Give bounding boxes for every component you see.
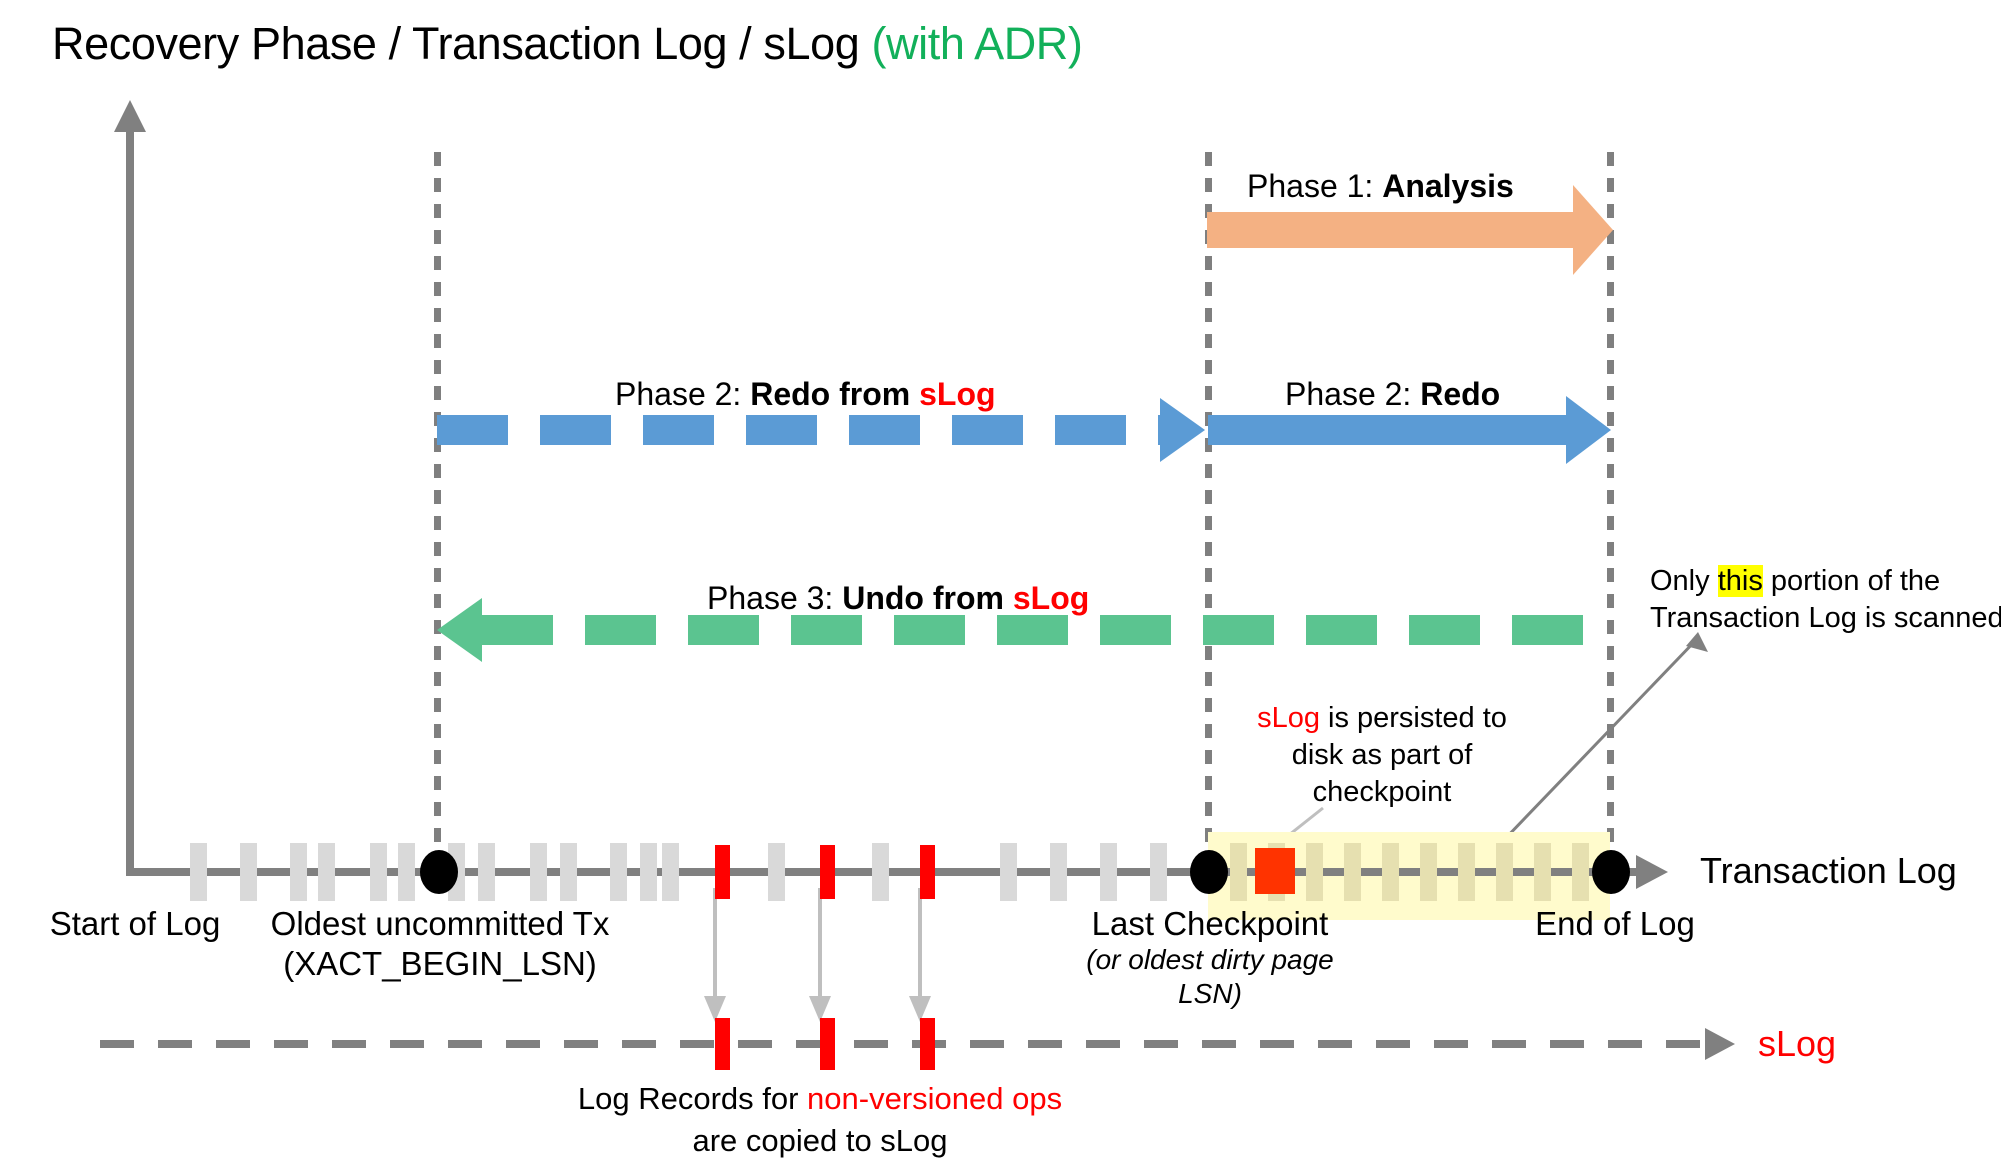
label-last-checkpoint-sub2: LSN)	[1178, 978, 1242, 1009]
log-record	[318, 843, 335, 901]
slog-copy-pre: Log Records for	[577, 1081, 808, 1116]
scanned-pre: Only	[1650, 565, 1718, 597]
slog-copy-annotation: Log Records for non-versioned ops are co…	[520, 1078, 1120, 1162]
marker-last-checkpoint	[1190, 850, 1228, 894]
slog-record	[820, 1018, 835, 1070]
log-record	[662, 843, 679, 901]
log-record	[1000, 843, 1017, 901]
slog-record	[920, 1018, 935, 1070]
log-record	[190, 843, 207, 901]
marker-end-of-log	[1592, 850, 1630, 894]
log-record	[290, 843, 307, 901]
phase-3-highlight: sLog	[1012, 580, 1090, 616]
label-last-checkpoint-sub: (or oldest dirty page	[1086, 944, 1334, 975]
label-oldest-tx-main: Oldest uncommitted Tx	[270, 905, 610, 942]
log-record	[1100, 843, 1117, 901]
phase-2-redo-prefix: Phase 2:	[1285, 376, 1421, 412]
guide-oldest-uncommitted-tx	[434, 152, 441, 872]
log-record	[1344, 843, 1361, 901]
log-record	[370, 843, 387, 901]
slog-axis	[100, 1040, 1710, 1048]
log-record	[1050, 843, 1067, 901]
slog-persist-line3: checkpoint	[1312, 776, 1452, 808]
log-record	[1150, 843, 1167, 901]
log-record	[240, 843, 257, 901]
log-record	[1230, 843, 1247, 901]
phase-1-label: Phase 1: Analysis	[1247, 168, 1514, 205]
marker-oldest-uncommitted-tx	[420, 850, 458, 894]
slog-copy-leaders	[704, 888, 931, 1022]
log-record	[1420, 843, 1437, 901]
log-record-nonversioned	[715, 845, 730, 899]
log-record	[530, 843, 547, 901]
transaction-log-label: Transaction Log	[1700, 850, 1957, 891]
phase-3-name: Undo from	[842, 580, 1013, 616]
checkpoint-slog-record	[1255, 848, 1295, 894]
log-record	[1534, 843, 1551, 901]
slog-record	[715, 1018, 730, 1070]
guide-end-of-log	[1607, 152, 1614, 872]
phase-1-analysis-arrow-shaft	[1207, 212, 1573, 248]
label-last-checkpoint: Last Checkpoint (or oldest dirty page LS…	[1065, 905, 1355, 1011]
slog-copy-line2: are copied to sLog	[692, 1123, 948, 1158]
log-record-nonversioned	[820, 845, 835, 899]
log-record	[1458, 843, 1475, 901]
phase-2-slog-arrow-shaft	[437, 415, 1160, 445]
log-record	[768, 843, 785, 901]
slog-persist-word: sLog	[1257, 702, 1320, 734]
log-record	[1572, 843, 1589, 901]
log-record	[610, 843, 627, 901]
label-start-of-log: Start of Log	[49, 905, 221, 942]
log-record	[1382, 843, 1399, 901]
phase-3-arrow-shaft	[482, 615, 1610, 645]
phase-2-redo-arrowhead	[1566, 396, 1611, 464]
log-record	[640, 843, 657, 901]
log-record	[398, 843, 415, 901]
y-axis-line	[126, 128, 134, 872]
scanned-leader-line	[1500, 632, 1708, 844]
phase-2-redo-name: Redo	[1420, 376, 1501, 412]
phase-2-slog-highlight: sLog	[919, 376, 996, 412]
log-record	[478, 843, 495, 901]
page-title: Recovery Phase / Transaction Log / sLog …	[52, 18, 1083, 70]
slog-arrowhead	[1705, 1028, 1735, 1060]
phase-1-name: Analysis	[1382, 168, 1514, 204]
phase-2-redo-label: Phase 2: Redo	[1285, 376, 1500, 413]
label-oldest-uncommitted-tx: Oldest uncommitted Tx (XACT_BEGIN_LSN)	[260, 905, 620, 985]
transaction-log-arrowhead	[1636, 855, 1668, 889]
label-end-of-log: End of Log	[1535, 905, 1695, 942]
label-last-checkpoint-main: Last Checkpoint	[1091, 905, 1329, 942]
log-record	[872, 843, 889, 901]
phase-1-prefix: Phase 1:	[1247, 168, 1383, 204]
phase-2-redo-arrow-shaft	[1208, 415, 1566, 445]
slog-persist-line2: disk as part of	[1291, 739, 1473, 771]
log-record	[560, 843, 577, 901]
scanned-line2: Transaction Log is scanned.	[1650, 602, 2001, 634]
phase-3-label: Phase 3: Undo from sLog	[707, 580, 1089, 617]
phase-3-arrowhead	[437, 598, 482, 662]
y-axis-arrowhead	[114, 100, 146, 132]
slog-persist-line1: is persisted to	[1319, 702, 1507, 734]
slog-copy-mark: non-versioned ops	[807, 1081, 1063, 1116]
scanned-post: portion of the	[1762, 565, 1941, 597]
log-record	[1496, 843, 1513, 901]
guide-last-checkpoint	[1205, 152, 1212, 872]
scanned-annotation: Only this portion of the Transaction Log…	[1650, 563, 2001, 637]
slog-persist-annotation: sLog is persisted to disk as part of che…	[1232, 700, 1532, 811]
title-adr-suffix: (with ADR)	[871, 18, 1083, 69]
phase-2-slog-prefix: Phase 2:	[615, 376, 751, 412]
log-record	[1306, 843, 1323, 901]
phase-2-slog-name: Redo from	[750, 376, 920, 412]
scanned-mark: this	[1717, 565, 1763, 597]
phase-2-slog-arrowhead	[1160, 398, 1205, 462]
slog-label: sLog	[1758, 1023, 1837, 1064]
phase-1-analysis-arrowhead	[1573, 185, 1613, 275]
phase-3-prefix: Phase 3:	[707, 580, 843, 616]
phase-2-slog-label: Phase 2: Redo from sLog	[615, 376, 996, 413]
label-oldest-tx-sub: (XACT_BEGIN_LSN)	[283, 945, 597, 982]
log-record-nonversioned	[920, 845, 935, 899]
title-main: Recovery Phase / Transaction Log / sLog	[52, 18, 872, 69]
